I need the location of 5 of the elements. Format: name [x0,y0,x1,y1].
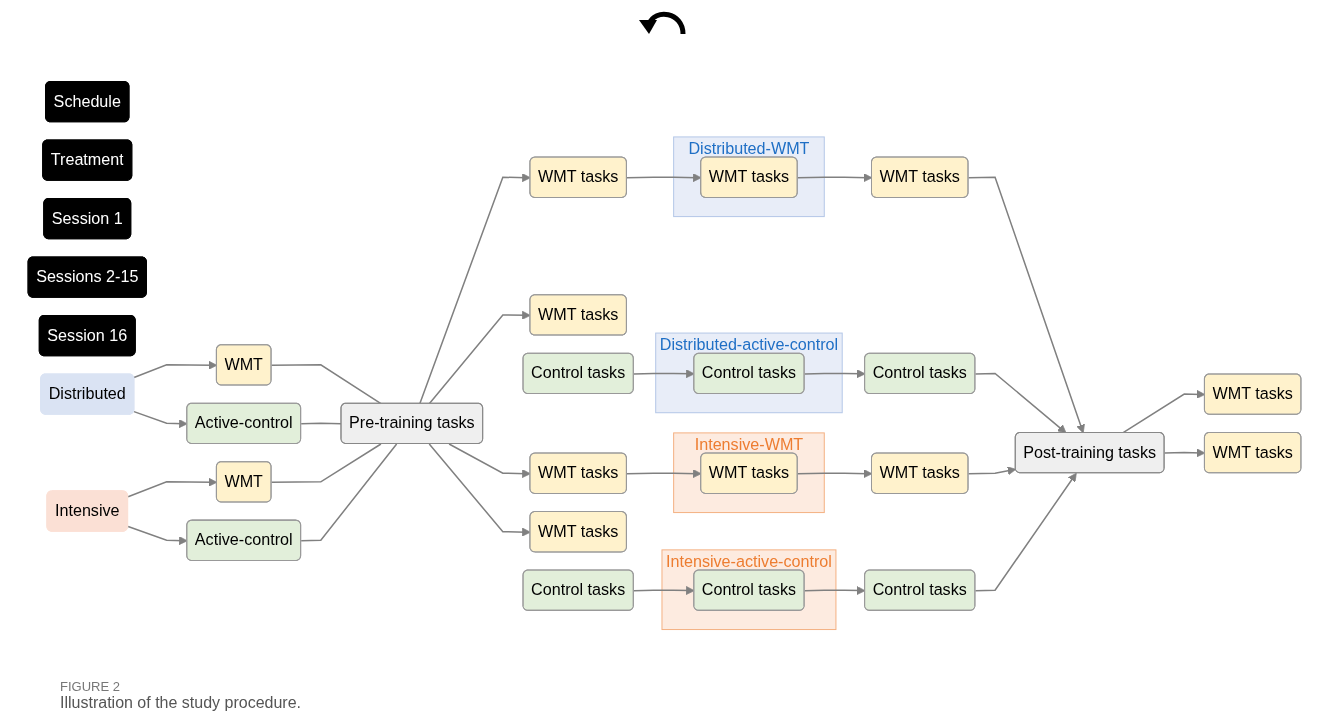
arrow [974,472,1077,592]
figure-caption: Illustration of the study procedure. [60,694,303,712]
figure-number: FIGURE 2 [60,679,121,694]
arrow [974,372,1067,434]
connector [300,443,398,542]
